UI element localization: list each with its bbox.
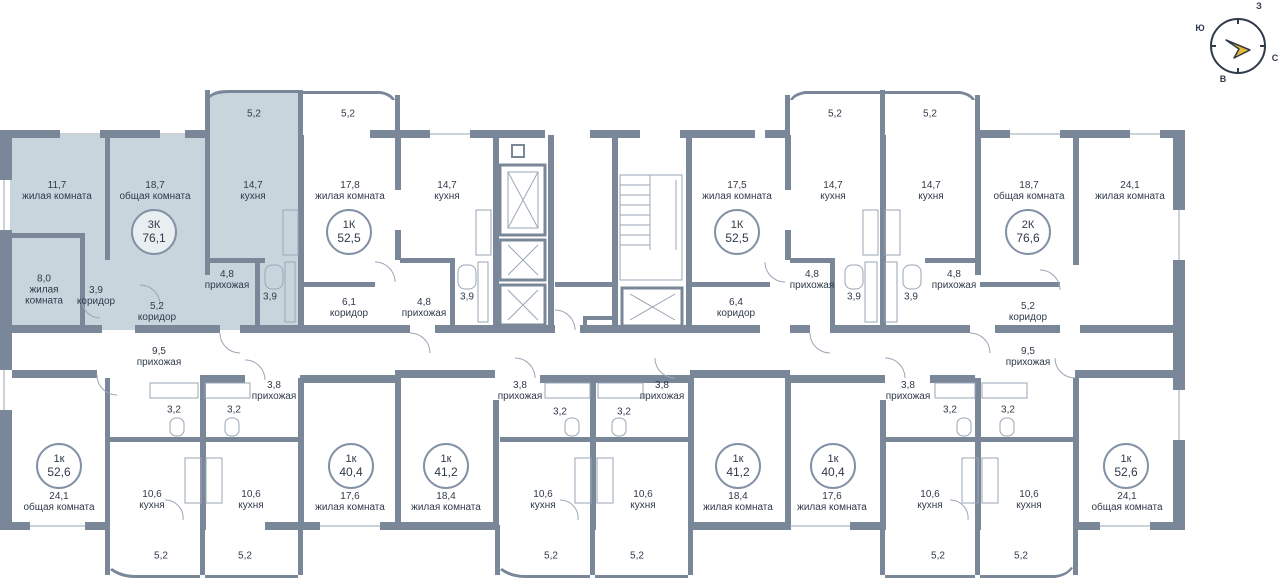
apartment-area: 40,4: [821, 465, 845, 479]
room-label: 5,2: [154, 550, 168, 562]
apartment-type: 1к: [827, 453, 839, 465]
room-label: 5,2: [544, 550, 558, 562]
apartment-type: 1к: [1120, 453, 1132, 465]
apartment-area: 52,5: [725, 231, 749, 245]
room-label: 5,2: [828, 108, 842, 120]
room-label: 5,2: [247, 108, 261, 120]
room-label: 3,2: [553, 406, 567, 418]
room-label: 5,2: [341, 108, 355, 120]
room-label: 3,9: [460, 291, 474, 303]
apartment-type: 1к: [345, 453, 357, 465]
apartment-area: 40,4: [339, 465, 363, 479]
apartment-area: 41,2: [434, 465, 458, 479]
room-label: 5,2: [1014, 550, 1028, 562]
room-label: 3,2: [227, 404, 241, 416]
compass-icon: [1210, 18, 1266, 74]
apartment-area: 52,6: [47, 465, 71, 479]
apartment-area: 76,6: [1016, 231, 1040, 245]
apartment-area: 52,5: [337, 231, 361, 245]
compass-east: В: [1219, 74, 1227, 84]
thin-lines: [3, 133, 1180, 527]
room-label: 3,2: [1001, 404, 1015, 416]
room-label: 5,2: [923, 108, 937, 120]
apartment-type: 1к: [440, 453, 452, 465]
apartment-type: 1к: [53, 453, 65, 465]
room-label: 3,2: [943, 404, 957, 416]
apartment-type: 2К: [1021, 219, 1035, 231]
apartment-area: 52,6: [1114, 465, 1138, 479]
apartment-area: 76,1: [142, 231, 166, 245]
room-label: 3,9: [847, 291, 861, 303]
apartment-type: 1к: [732, 453, 744, 465]
room-label: 3,2: [617, 406, 631, 418]
apartment-area: 41,2: [726, 465, 750, 479]
compass-north: С: [1271, 53, 1279, 63]
room-label: 5,2: [238, 550, 252, 562]
apartment-type: 1К: [342, 219, 356, 231]
room-label: 3,2: [167, 404, 181, 416]
room-label: 3,9: [263, 291, 277, 303]
compass-west: З: [1256, 1, 1262, 11]
walls: [0, 90, 1185, 578]
room-label: 3,9: [904, 291, 918, 303]
apartment-type: 3К: [147, 219, 161, 231]
room-label: 5,2: [630, 550, 644, 562]
apartment-type: 1К: [730, 219, 744, 231]
room-label: 5,2: [931, 550, 945, 562]
compass-south: Ю: [1195, 23, 1205, 33]
